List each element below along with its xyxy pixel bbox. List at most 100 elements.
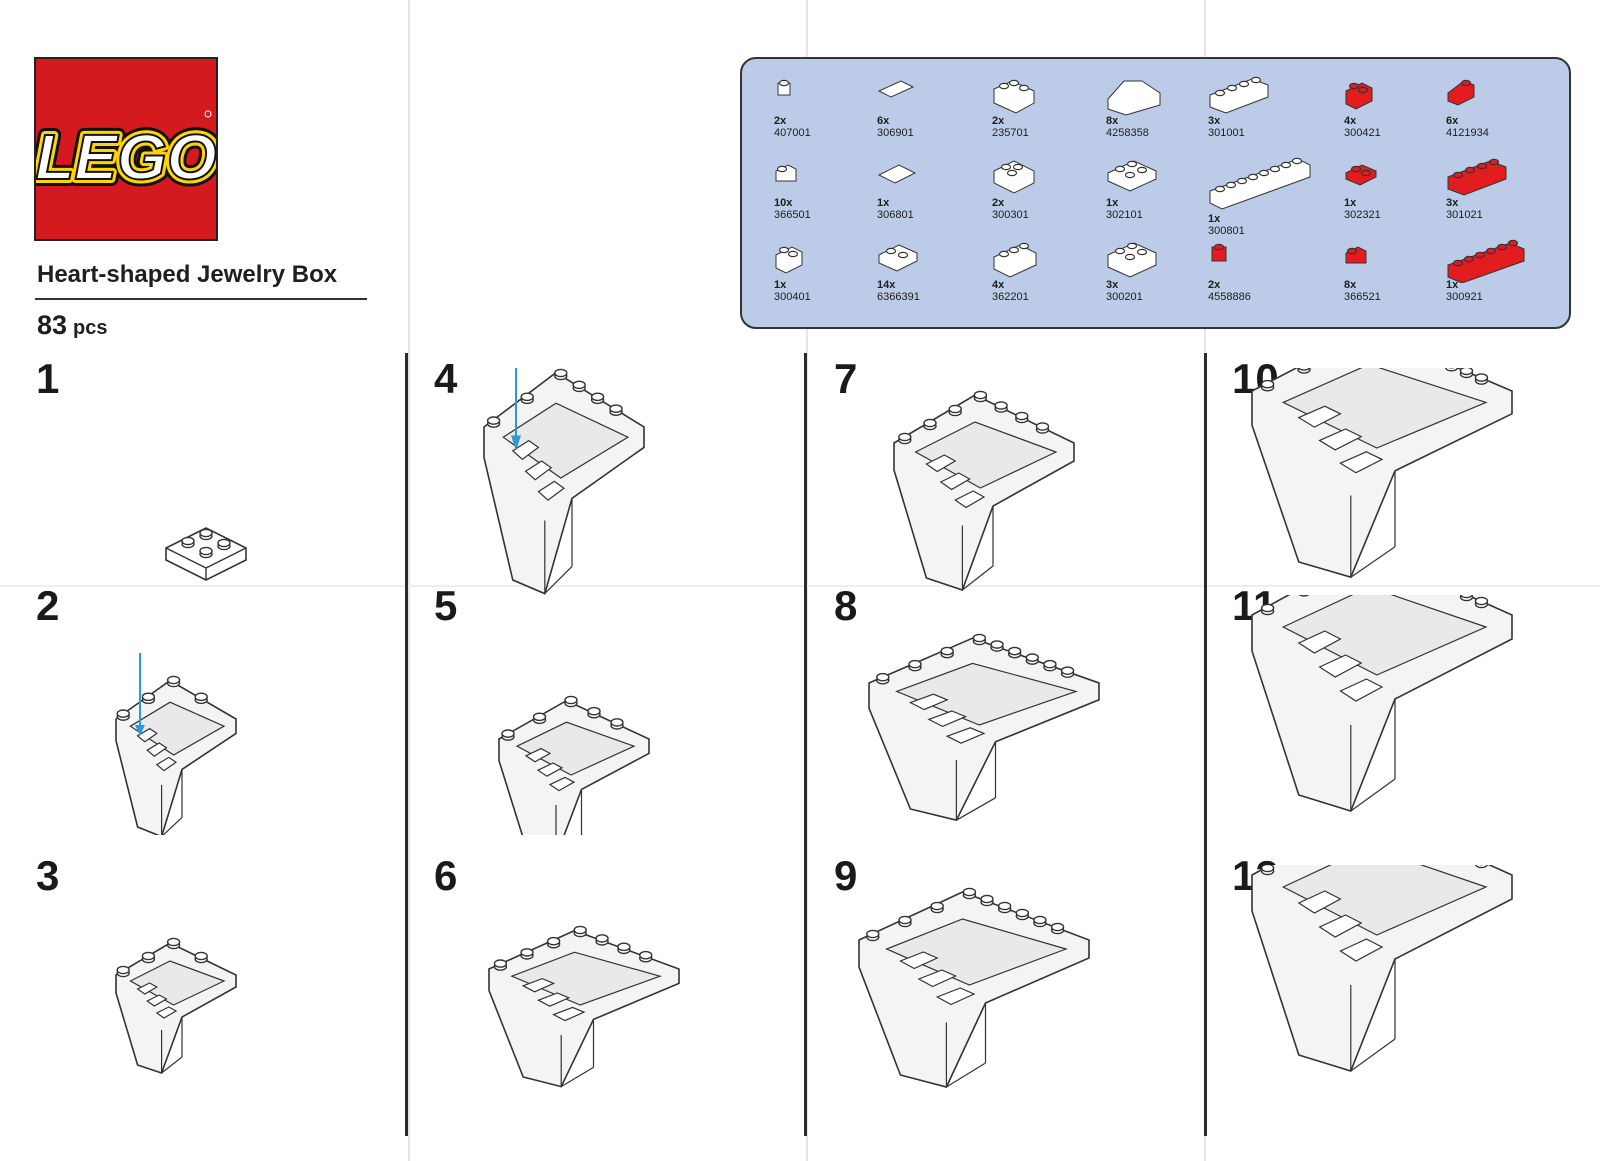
step-number: 8 [834,582,858,629]
part-code: 407001 [774,127,811,139]
part-code: 306901 [877,127,914,139]
part-code: 366521 [1344,291,1381,303]
red-slope-small-icon [1345,246,1367,264]
part-quantity: 2x [992,115,1005,127]
set-title: Heart-shaped Jewelry Box [37,261,338,288]
part-code: 362201 [992,291,1029,303]
part-quantity: 3x [1106,279,1119,291]
part-code: 300921 [1446,291,1483,303]
build-model-icon [115,653,237,838]
part-code: 302321 [1344,209,1381,221]
part-quantity: 3x [1446,197,1459,209]
piece-count-unit: pcs [73,317,108,339]
build-model-icon [893,390,1075,592]
step-illustration [834,595,1174,840]
white-tile-2x2-icon [877,164,917,184]
build-model-icon [488,925,680,1088]
step-illustration [834,865,1174,1110]
step-number: 5 [434,582,458,629]
build-model-icon [498,695,650,858]
white-corner-brick-icon [993,79,1035,114]
part-code: 300201 [1106,291,1143,303]
part-quantity: 2x [774,115,787,127]
part-quantity: 4x [1344,115,1357,127]
fold-line [408,0,410,1161]
build-model-icon [1251,547,1513,812]
part-quantity: 10x [774,197,793,209]
build-model-icon [483,333,645,595]
part-code: 300421 [1344,127,1381,139]
part-code: 302101 [1106,209,1143,221]
white-plate-2x3-icon [1107,160,1157,192]
step-number: 1 [36,355,60,402]
part-code: 4258358 [1106,127,1149,139]
step-illustration [1232,326,1572,613]
red-brick-1x4-icon [1447,158,1507,196]
part-quantity: 4x [992,279,1005,291]
white-brick-1x8-icon [1209,157,1311,210]
part-quantity: 3x [1208,115,1221,127]
part-code: 6366391 [877,291,920,303]
white-brick-1x3-icon [993,242,1037,278]
step-illustration [36,368,376,613]
red-brick-1x6-icon [1447,239,1525,283]
part-quantity: 6x [877,115,890,127]
column-divider [1204,353,1207,1136]
white-brick-1x4-icon [1209,76,1269,114]
part-quantity: 2x [992,197,1005,209]
step-number: 7 [834,355,858,402]
fold-line [0,585,1600,587]
piece-count-number: 83 [37,310,68,340]
step-number: 4 [434,355,458,402]
red-round-brick-icon [1211,243,1227,262]
build-model-icon [165,527,247,581]
part-code: 300301 [992,209,1029,221]
logo-yellow-outline: LEGO [36,121,216,193]
white-brick-2x3-icon [1107,242,1157,278]
step-illustration [1232,807,1572,1110]
part-quantity: 1x [1446,279,1459,291]
part-quantity: 2x [1208,279,1221,291]
step-number: 2 [36,582,60,629]
build-model-icon [115,937,237,1075]
part-quantity: 1x [1344,197,1357,209]
step-illustration [1232,547,1572,840]
white-brick-1x2-icon [775,246,803,274]
part-quantity: 6x [1446,115,1459,127]
step-illustration [36,865,376,1110]
column-divider [804,353,807,1136]
column-divider [405,353,408,1136]
white-brick-2x2-icon [993,160,1035,194]
red-slope-1x2-icon [1447,79,1475,106]
part-code: 300801 [1208,225,1245,237]
build-model-icon [1251,807,1513,1072]
part-code: 300401 [774,291,811,303]
part-quantity: 1x [774,279,787,291]
title-underline [35,298,367,300]
part-quantity: 14x [877,279,896,291]
step-illustration [434,595,774,858]
step-illustration [834,368,1174,613]
fold-line [806,0,808,1161]
step-number: 6 [434,852,458,899]
